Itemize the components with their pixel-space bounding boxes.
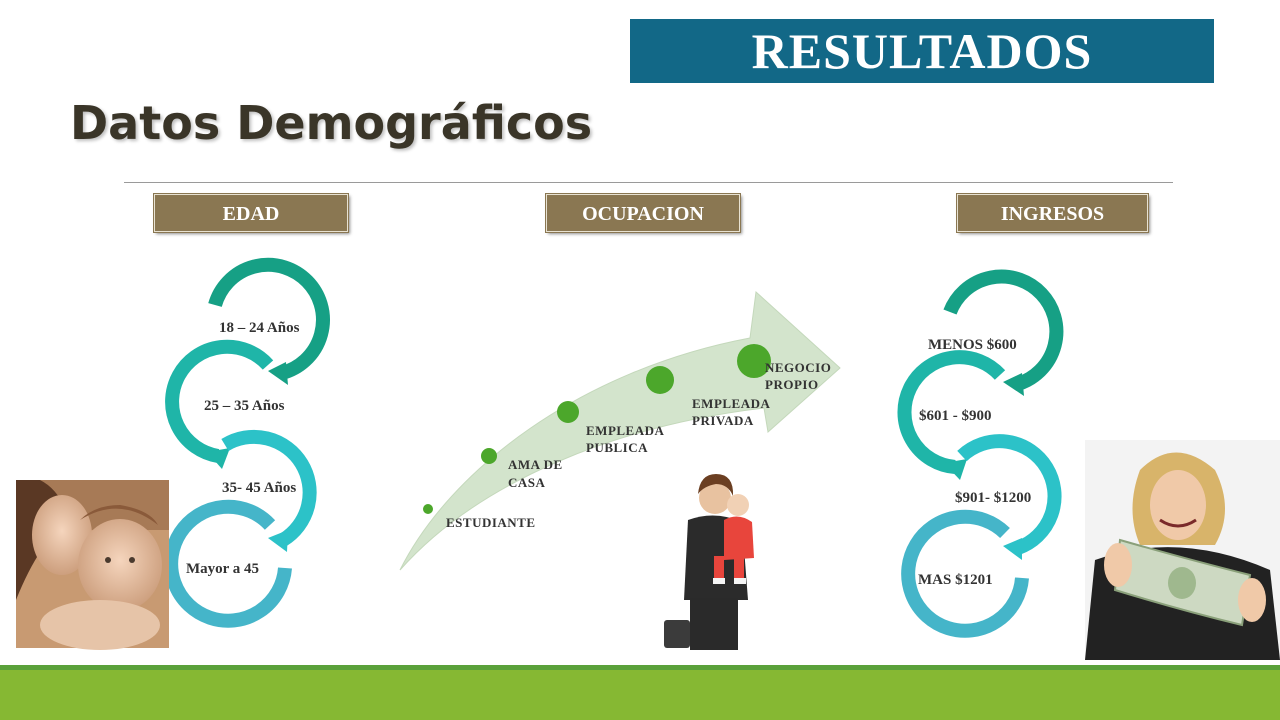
ocupacion-label-5b: PROPIO [765,377,819,392]
ocupacion-dot-4 [646,366,674,394]
ingresos-ring-1 [943,269,1064,391]
ocupacion-dot-2 [481,448,497,464]
ingresos-ring-4 [901,509,1029,638]
ingresos-rings [897,269,1064,638]
ingresos-ring-2 [897,350,1006,474]
ingresos-label-1: MENOS $600 [928,337,1017,353]
ocupacion-arrow-shape [399,290,841,571]
edad-ring-4 [164,499,292,628]
section-ocupacion-label: OCUPACION [545,193,741,233]
edad-label-3: 35- 45 Años [222,480,296,496]
page-title: Datos Demográficos [70,96,593,150]
footer-accent-line [0,665,1280,670]
divider [124,182,1173,183]
ingresos-label-3: $901- $1200 [955,490,1031,506]
edad-ring-3 [221,429,317,546]
ocupacion-label-2a: AMA DE [508,457,563,472]
edad-ring-1 [208,257,330,380]
ocupacion-dot-3 [557,401,579,423]
ocupacion-label-5a: NEGOCIO [765,360,831,375]
ocupacion-label-3b: PUBLICA [586,440,648,455]
ocupacion-label-4b: PRIVADA [692,413,754,428]
edad-rings [164,257,330,628]
results-banner: RESULTADOS [630,19,1214,83]
ingresos-ring-2-arrow-icon [944,459,967,480]
edad-label-4: Mayor a 45 [186,561,259,577]
working-mother-photo [664,474,754,650]
ingresos-label-4: MAS $1201 [918,572,993,588]
ingresos-ring-3 [957,434,1062,555]
ocupacion-dot-5 [737,344,771,378]
ocupacion-label-1: ESTUDIANTE [446,515,536,530]
edad-ring-2-arrow-icon [207,448,230,469]
mother-baby-photo [16,480,169,650]
footer-bar [0,670,1280,720]
ocupacion-dot-1 [423,504,433,514]
woman-money-photo [1085,440,1280,660]
ingresos-ring-1-arrow-icon [1003,373,1024,396]
ocupacion-label-4a: EMPLEADA [692,396,771,411]
edad-ring-2 [165,339,274,463]
ocupacion-label-2b: CASA [508,475,546,490]
edad-ring-1-arrow-icon [268,362,288,385]
section-edad-label: EDAD [153,193,349,233]
ocupacion-label-3a: EMPLEADA [586,423,665,438]
section-ingresos-label: INGRESOS [956,193,1149,233]
edad-label-1: 18 – 24 Años [219,320,300,336]
edad-ring-3-arrow-icon [268,530,288,552]
ingresos-ring-3-arrow-icon [1003,538,1022,560]
ingresos-label-2: $601 - $900 [919,408,992,424]
edad-label-2: 25 – 35 Años [204,398,285,414]
